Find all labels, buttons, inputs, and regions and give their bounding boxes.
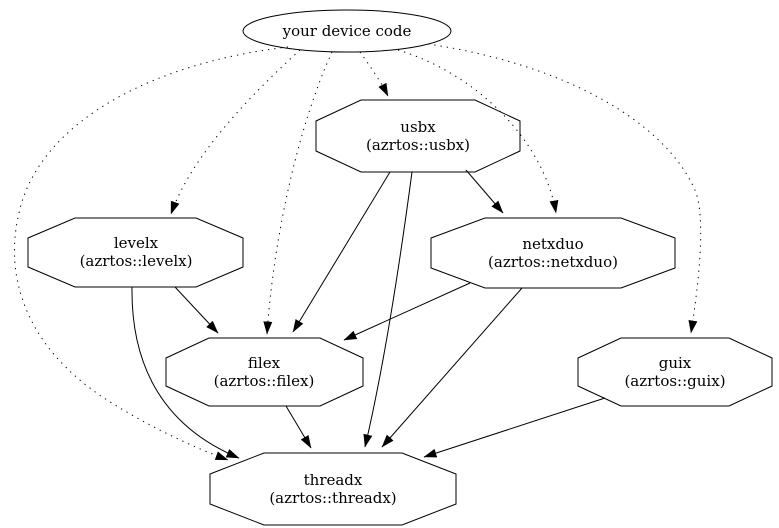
node-label: threadx bbox=[304, 471, 363, 489]
node-sublabel: (azrtos::guix) bbox=[624, 372, 725, 390]
ellipse-shape bbox=[242, 9, 452, 53]
edge-usbx-threadx bbox=[363, 171, 413, 448]
node-label: filex bbox=[248, 354, 281, 372]
node-label: your device code bbox=[282, 22, 412, 40]
node-guix: guix (azrtos::guix) bbox=[577, 337, 773, 407]
node-sublabel: (azrtos::filex) bbox=[214, 372, 315, 390]
octagon-shape bbox=[27, 217, 244, 288]
octagon-shape bbox=[430, 217, 676, 289]
edge-device-threadx bbox=[13, 46, 289, 461]
edge-device-levelx bbox=[170, 49, 301, 215]
node-label: usbx bbox=[400, 118, 436, 136]
node-usbx: usbx (azrtos::usbx) bbox=[315, 99, 521, 173]
edge-usbx-filex bbox=[292, 171, 391, 333]
node-sublabel: (azrtos::netxduo) bbox=[488, 253, 618, 271]
node-filex: filex (azrtos::filex) bbox=[165, 337, 364, 407]
edge-netxduo-filex bbox=[343, 282, 471, 341]
edge-filex-threadx bbox=[285, 405, 312, 449]
node-sublabel: (azrtos::levelx) bbox=[80, 252, 193, 270]
octagon-shape bbox=[209, 452, 457, 526]
node-label: levelx bbox=[114, 234, 159, 252]
edge-usbx-netxduo bbox=[465, 169, 504, 214]
edge-guix-threadx bbox=[423, 397, 606, 458]
node-sublabel: (azrtos::threadx) bbox=[269, 489, 396, 507]
edge-device-usbx bbox=[359, 51, 389, 97]
edge-levelx-threadx bbox=[131, 286, 240, 459]
node-threadx: threadx (azrtos::threadx) bbox=[209, 452, 457, 526]
node-label: guix bbox=[659, 354, 692, 372]
edge-netxduo-threadx bbox=[381, 287, 523, 448]
octagon-shape bbox=[165, 337, 364, 407]
node-netxduo: netxduo (azrtos::netxduo) bbox=[430, 217, 676, 289]
node-label: netxduo bbox=[522, 235, 583, 253]
edge-levelx-filex bbox=[174, 286, 219, 334]
edge-device-filex bbox=[263, 51, 333, 335]
edge-device-guix bbox=[427, 43, 702, 334]
node-your-device-code: your device code bbox=[242, 9, 452, 53]
node-levelx: levelx (azrtos::levelx) bbox=[27, 217, 244, 288]
octagon-shape bbox=[577, 337, 773, 407]
octagon-shape bbox=[315, 99, 521, 173]
node-sublabel: (azrtos::usbx) bbox=[366, 136, 470, 154]
